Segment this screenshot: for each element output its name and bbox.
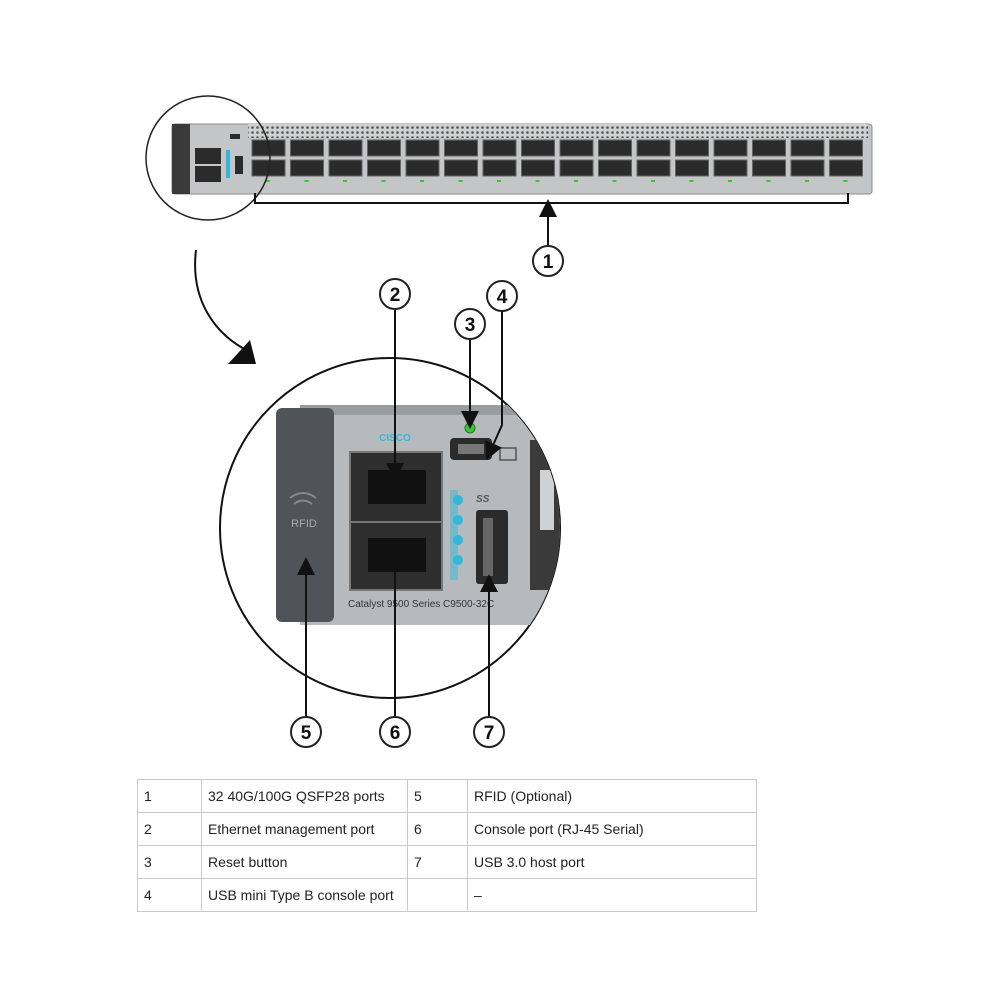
hardware-diagram: CISCO SS Catalyst 9500 Series C9500-32C … (145, 95, 873, 748)
port-led (728, 180, 732, 182)
zoom-arrow-head (228, 340, 256, 364)
svg-text:2: 2 (390, 285, 401, 306)
qsfp28-port[interactable] (405, 159, 440, 177)
port-led (343, 180, 347, 182)
port-led (651, 180, 655, 182)
qsfp28-port[interactable] (328, 159, 363, 177)
svg-text:7: 7 (484, 723, 495, 744)
leader-4 (485, 310, 503, 461)
qsfp28-port[interactable] (405, 139, 440, 157)
legend-num: 1 (137, 779, 202, 813)
reset-button[interactable] (464, 422, 476, 434)
qsfp28-ports (251, 139, 863, 182)
port-led (612, 180, 617, 182)
port-led (381, 180, 386, 182)
qsfp28-port[interactable] (559, 139, 594, 157)
zoom-view: CISCO SS Catalyst 9500 Series C9500-32C … (219, 357, 561, 699)
usb-ss-label: SS (476, 494, 490, 505)
legend-num (407, 878, 468, 912)
model-label: Catalyst 9500 Series C9500-32C (348, 599, 494, 610)
qsfp28-port[interactable] (290, 159, 324, 177)
qsfp28-port[interactable] (251, 139, 286, 157)
port-led (535, 180, 540, 182)
qsfp28-port[interactable] (444, 159, 478, 177)
zoom-source-circle (145, 95, 271, 221)
rfid-label: RFID (291, 518, 317, 530)
qsfp28-port[interactable] (790, 139, 825, 157)
qsfp28-port[interactable] (367, 159, 401, 177)
svg-text:3: 3 (465, 315, 476, 336)
qsfp28-port[interactable] (521, 139, 555, 157)
legend-num: 7 (407, 845, 468, 879)
callout-7: 7 (473, 716, 505, 748)
port-led (458, 180, 463, 182)
port-led (497, 180, 501, 182)
qsfp28-port[interactable] (713, 139, 748, 157)
table-row: 4 USB mini Type B console port – (137, 878, 757, 912)
port-led (574, 180, 578, 182)
qsfp28-port[interactable] (559, 159, 594, 177)
qsfp28-port[interactable] (636, 159, 671, 177)
port-led (304, 180, 309, 182)
legend-num: 2 (137, 812, 202, 846)
table-row: 1 32 40G/100G QSFP28 ports 5 RFID (Optio… (137, 779, 757, 813)
port-led (766, 180, 771, 182)
switch-chassis (171, 123, 873, 195)
table-row: 3 Reset button 7 USB 3.0 host port (137, 845, 757, 879)
legend-desc: USB mini Type B console port (201, 878, 408, 912)
svg-text:5: 5 (301, 723, 312, 744)
qsfp28-port[interactable] (482, 159, 517, 177)
legend-num: 3 (137, 845, 202, 879)
qsfp28-port[interactable] (367, 139, 401, 157)
rfid-cap (276, 408, 334, 622)
table-row: 2 Ethernet management port 6 Console por… (137, 812, 757, 846)
qsfp28-port[interactable] (521, 159, 555, 177)
qsfp28-port[interactable] (752, 139, 786, 157)
port-led (805, 180, 809, 182)
qsfp28-port[interactable] (598, 139, 632, 157)
callout-2: 2 (379, 278, 411, 310)
port-led (843, 180, 848, 182)
legend-desc: RFID (Optional) (467, 779, 757, 813)
qsfp28-port[interactable] (482, 139, 517, 157)
callout-1: 1 (532, 245, 564, 277)
legend-desc: Ethernet management port (201, 812, 408, 846)
callout-5: 5 (290, 716, 322, 748)
legend-desc: Reset button (201, 845, 408, 879)
qsfp28-port[interactable] (290, 139, 324, 157)
qsfp28-port[interactable] (251, 159, 286, 177)
svg-text:6: 6 (390, 723, 401, 744)
svg-text:4: 4 (497, 287, 508, 308)
qsfp28-port[interactable] (713, 159, 748, 177)
legend-desc: Console port (RJ-45 Serial) (467, 812, 757, 846)
qsfp28-port[interactable] (829, 159, 863, 177)
qsfp28-port[interactable] (675, 159, 709, 177)
qsfp28-port[interactable] (636, 139, 671, 157)
callout-6: 6 (379, 716, 411, 748)
legend-num: 5 (407, 779, 468, 813)
legend-num: 6 (407, 812, 468, 846)
qsfp28-port[interactable] (790, 159, 825, 177)
port-led (266, 180, 270, 182)
zoom-arrow (194, 249, 251, 353)
qsfp28-port[interactable] (328, 139, 363, 157)
qsfp28-port[interactable] (675, 139, 709, 157)
svg-text:1: 1 (543, 252, 554, 273)
callout-3: 3 (454, 308, 486, 340)
qsfp28-port[interactable] (829, 139, 863, 157)
legend-table: 1 32 40G/100G QSFP28 ports 5 RFID (Optio… (137, 779, 757, 912)
port-led (420, 180, 424, 182)
qsfp28-port[interactable] (752, 159, 786, 177)
legend-desc: USB 3.0 host port (467, 845, 757, 879)
qsfp28-port[interactable] (598, 159, 632, 177)
legend-num: 4 (137, 878, 202, 912)
legend-desc: 32 40G/100G QSFP28 ports (201, 779, 408, 813)
qsfp28-port[interactable] (444, 139, 478, 157)
callout-4: 4 (486, 280, 518, 312)
port-led (689, 180, 694, 182)
legend-desc: – (467, 878, 757, 912)
